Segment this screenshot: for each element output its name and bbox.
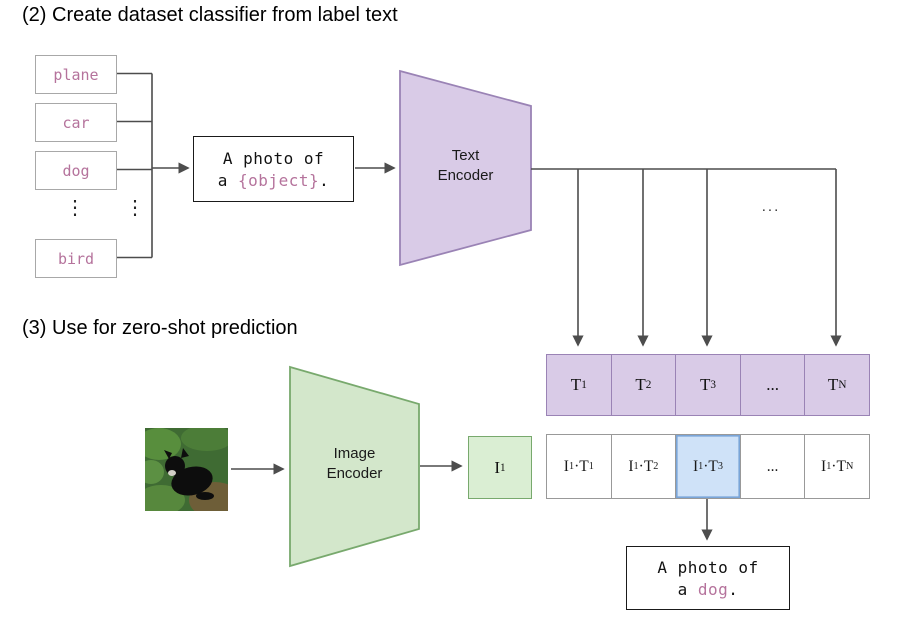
sim2-dot: · xyxy=(638,457,644,475)
t1-sub: 1 xyxy=(581,379,587,391)
text-encoder-label-line2: Encoder xyxy=(437,167,494,184)
output-line2-prefix: a xyxy=(677,579,698,599)
dog-paw xyxy=(196,492,214,500)
t2-sub: 2 xyxy=(645,379,652,391)
sim2-i: I xyxy=(628,457,634,475)
prediction-output-box: A photo of a dog. xyxy=(626,546,790,610)
section3-title: (3) Use for zero-shot prediction xyxy=(22,317,298,339)
sim3-i-sub: 1 xyxy=(698,461,704,472)
sim1-t-sub: 1 xyxy=(588,461,594,472)
t2-base: T xyxy=(635,375,646,394)
sim3-t-sub: 3 xyxy=(717,461,723,472)
class-label-dog: dog xyxy=(35,151,117,190)
class-label-plane: plane xyxy=(35,55,117,94)
t-ellipsis: ... xyxy=(766,375,779,394)
dog-photo-illustration xyxy=(145,428,228,511)
sim-ellipsis: ... xyxy=(766,457,779,475)
prompt-line1: A photo of xyxy=(222,148,325,168)
dog-ear xyxy=(181,448,189,458)
output-line1: A photo of xyxy=(657,557,759,577)
image-encoder-label: Image Encoder xyxy=(290,444,419,484)
dog-body xyxy=(171,466,213,496)
sim1-t: T xyxy=(579,457,589,475)
label-connector-lines xyxy=(115,72,153,259)
output-line2: a dog. xyxy=(678,580,739,599)
simn-t: T xyxy=(836,457,846,475)
tn-base: T xyxy=(827,375,839,394)
text-encoder-shape xyxy=(399,69,532,267)
t-ellipsis-cell: ... xyxy=(739,355,805,415)
connector-ellipsis: ⋮ xyxy=(125,197,145,219)
i1-base: I xyxy=(494,457,501,477)
section2-title: (2) Create dataset classifier from label… xyxy=(22,4,398,26)
simn-i: I xyxy=(821,457,827,475)
simn-i-sub: 1 xyxy=(826,461,832,472)
prompt-line2: a {object}. xyxy=(218,171,329,190)
prompt-box: A photo of a {object}. xyxy=(193,136,354,202)
image-encoder-label-line1: Image xyxy=(333,445,376,462)
t1-base: T xyxy=(570,375,582,394)
prompt-object-token: {object} xyxy=(238,170,320,190)
foliage-patch xyxy=(145,428,181,460)
i1-sub: 1 xyxy=(500,461,506,474)
image-encoder-label-line2: Encoder xyxy=(326,465,383,482)
text-encoder-label-line1: Text xyxy=(451,147,480,164)
foliage-patch xyxy=(145,460,164,484)
labels-ellipsis: ⋮ xyxy=(65,197,85,219)
prompt-line2-suffix: . xyxy=(319,170,330,190)
sim1-dot: · xyxy=(574,457,580,475)
sim3-t: T xyxy=(708,457,718,475)
class-label-car: car xyxy=(35,103,117,142)
sim3-dot: · xyxy=(703,457,709,475)
output-line2-suffix: . xyxy=(728,579,739,599)
sim-ellipsis-cell: ... xyxy=(739,435,805,498)
image-encoder-shape xyxy=(289,365,420,568)
text-encoder-label: Text Encoder xyxy=(400,146,531,186)
branch-ellipsis: ... xyxy=(761,198,781,215)
prompt-line2-prefix: a xyxy=(217,170,239,190)
simn-t-sub: N xyxy=(845,461,854,472)
sim1-i-sub: 1 xyxy=(568,461,575,472)
sim2-i-sub: 1 xyxy=(633,461,639,472)
sim2-t: T xyxy=(643,457,654,475)
t3-base: T xyxy=(699,375,711,394)
foliage-patch xyxy=(181,428,228,451)
output-predicted-class: dog xyxy=(697,579,729,599)
tn-sub: N xyxy=(838,379,847,391)
t3-sub: 3 xyxy=(710,379,716,391)
simn-dot: · xyxy=(831,457,837,475)
class-label-bird: bird xyxy=(35,239,117,278)
dog-ear xyxy=(164,450,172,459)
sim2-t-sub: 2 xyxy=(653,461,659,472)
sim1-i: I xyxy=(563,457,569,475)
dog-chest-patch xyxy=(168,470,176,476)
dog-photo xyxy=(145,428,228,511)
foliage-patch xyxy=(145,485,185,511)
sim3-i: I xyxy=(692,457,699,475)
